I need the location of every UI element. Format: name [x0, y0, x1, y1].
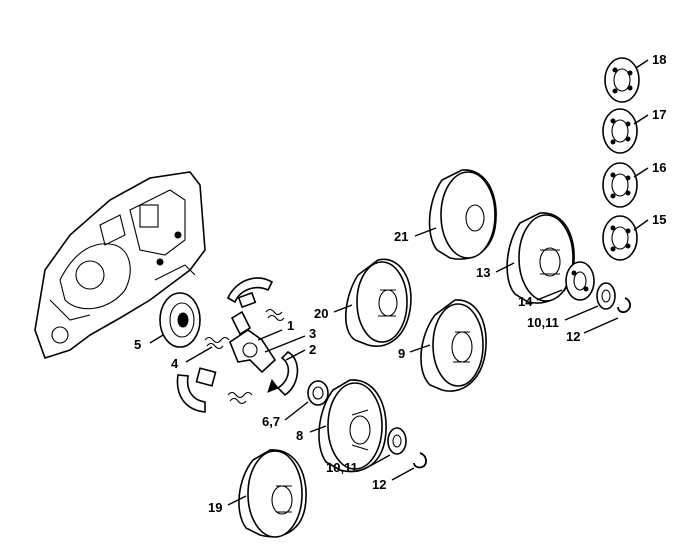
leader-lines [149, 59, 649, 506]
callout-2: 2 [309, 342, 316, 357]
clutch-drum-21 [428, 169, 497, 260]
crankcase-housing [34, 171, 206, 359]
callout-1: 1 [287, 318, 294, 333]
clutch-drum-13 [506, 212, 575, 304]
washer-upper [596, 282, 616, 310]
callout-3: 3 [309, 326, 316, 341]
rim-sprocket-16 [602, 162, 638, 208]
callout-10-11-lower: 10,11 [326, 460, 358, 475]
callout-20: 20 [314, 306, 328, 321]
clutch-spring-top [265, 308, 285, 322]
clutch-drum-19 [238, 449, 307, 538]
callout-18: 18 [652, 52, 666, 67]
callout-12-upper: 12 [566, 329, 580, 344]
callout-8: 8 [296, 428, 303, 443]
callout-14: 14 [518, 294, 533, 309]
circlip-upper [617, 297, 632, 314]
clutch-spring-left [204, 336, 230, 350]
rim-sprocket-17 [602, 108, 638, 154]
callout-21: 21 [394, 229, 408, 244]
callout-10-11-upper: 10,11 [527, 315, 559, 330]
callout-15: 15 [652, 212, 666, 227]
callout-9: 9 [398, 346, 405, 361]
clutch-spring-bottom [227, 391, 253, 405]
clutch-shoe-top [226, 277, 274, 309]
clutch-shoe-right [267, 351, 299, 397]
clutch-drum-9 [420, 299, 487, 392]
callout-5: 5 [134, 337, 141, 352]
rim-sprocket-18 [604, 57, 640, 103]
callout-4: 4 [171, 356, 179, 371]
needle-bearing [307, 380, 329, 406]
callout-17: 17 [652, 107, 666, 122]
callout-12-lower: 12 [372, 477, 386, 492]
clutch-washer-disc [159, 292, 201, 348]
callout-16: 16 [652, 160, 666, 175]
callout-19: 19 [208, 500, 222, 515]
callout-6-7: 6,7 [262, 414, 280, 429]
clutch-drum-20 [344, 258, 412, 347]
clutch-drum-8 [318, 379, 387, 473]
rim-sprocket-15 [602, 215, 638, 261]
washer-lower [387, 427, 407, 455]
circlip-lower [413, 452, 427, 469]
clutch-carrier [229, 310, 277, 374]
rim-sprocket-14 [565, 261, 595, 301]
callout-13: 13 [476, 265, 490, 280]
clutch-shoe-bottom-left [176, 367, 217, 413]
